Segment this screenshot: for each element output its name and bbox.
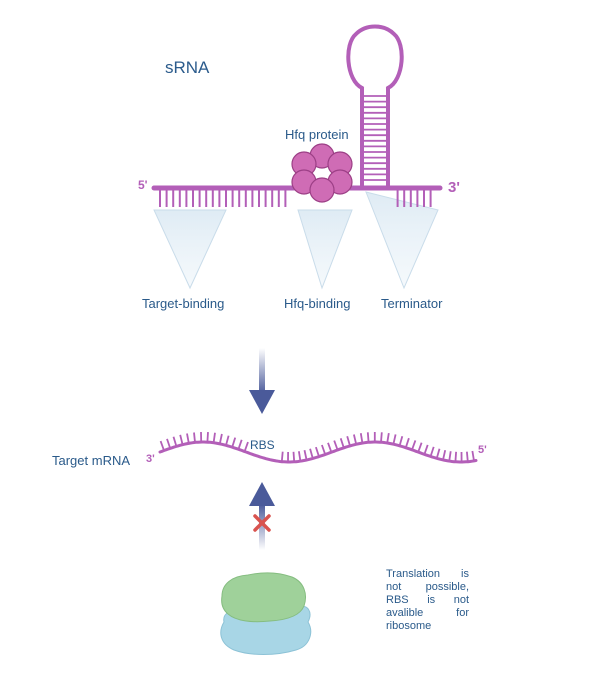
mrna-five-prime-label: 5': [478, 444, 487, 456]
up-arrow-icon: [249, 482, 275, 550]
srna-three-prime-label: 3': [448, 179, 460, 196]
mrna-strand: [158, 431, 478, 464]
mrna-base: [206, 432, 209, 443]
mrna-base: [309, 448, 314, 459]
mrna-base: [166, 438, 172, 449]
mrna-base: [333, 440, 339, 451]
mrna-base: [435, 448, 441, 459]
mrna-base: [280, 451, 284, 462]
mrna-base: [186, 433, 190, 444]
mrna-base: [303, 450, 308, 461]
mrna-base: [353, 434, 358, 445]
target-mrna-label: Target mRNA: [52, 453, 131, 468]
mrna-base: [392, 434, 397, 445]
target-binding-callout: [153, 209, 227, 290]
mrna-backbone: [158, 440, 478, 464]
mrna-base: [429, 446, 435, 457]
mrna-base: [442, 450, 447, 461]
mrna-base: [321, 444, 327, 455]
mrna-base: [380, 432, 383, 443]
hairpin-loop: [346, 24, 404, 90]
hfq-subunit: [309, 177, 335, 203]
ribosome: [220, 572, 312, 655]
terminator-callout: [365, 191, 439, 290]
mrna-base: [193, 432, 196, 443]
mrna-base: [417, 442, 423, 453]
mrna-base: [292, 451, 296, 462]
mrna-base: [411, 440, 417, 451]
mrna-base: [423, 444, 429, 455]
terminator-hairpin: [346, 24, 404, 190]
mrna-base: [404, 437, 410, 448]
hairpin-base-pairs: [362, 95, 388, 181]
mrna-base: [448, 451, 452, 462]
mrna-base: [398, 435, 404, 447]
mrna-base: [466, 451, 469, 462]
hfq-binding-label: Hfq-binding: [284, 296, 351, 311]
mrna-base: [298, 451, 302, 462]
mrna-base: [346, 436, 351, 447]
mrna-base: [172, 436, 178, 447]
blocked-x-icon: [253, 514, 271, 532]
srna-five-prime-label: 5': [138, 178, 148, 192]
ribosome-large-subunit: [221, 572, 306, 623]
rbs-label: RBS: [250, 438, 275, 452]
mrna-base: [225, 435, 230, 446]
mrna-three-prime-label: 3': [146, 453, 155, 465]
hfq-binding-callout: [297, 209, 353, 290]
mrna-base: [327, 442, 333, 453]
mrna-base: [212, 432, 216, 443]
mrna-base: [366, 432, 370, 443]
hfq-protein: [291, 143, 353, 203]
mrna-base: [454, 451, 457, 462]
mrna-base: [179, 434, 184, 445]
mrna-base: [386, 432, 390, 444]
mrna-base: [243, 441, 249, 452]
mrna-bases: [159, 431, 475, 463]
target-binding-label: Target-binding: [142, 296, 225, 311]
terminator-label: Terminator: [381, 296, 443, 311]
mrna-base: [218, 433, 223, 444]
mrna-base: [339, 438, 345, 449]
hfq-protein-label: Hfq protein: [285, 127, 349, 142]
down-arrow-icon: [249, 348, 275, 414]
mrna-base: [315, 446, 320, 457]
mrna-base: [471, 450, 475, 462]
translation-note: Translation is not possible, RBS is not …: [386, 568, 469, 632]
region-callouts: [153, 191, 439, 290]
srna-bases: [159, 190, 432, 207]
srna-title: sRNA: [165, 58, 210, 77]
mrna-base: [359, 433, 364, 444]
mrna-base: [231, 437, 237, 448]
mrna-base: [159, 440, 165, 451]
mrna-base: [237, 439, 243, 450]
